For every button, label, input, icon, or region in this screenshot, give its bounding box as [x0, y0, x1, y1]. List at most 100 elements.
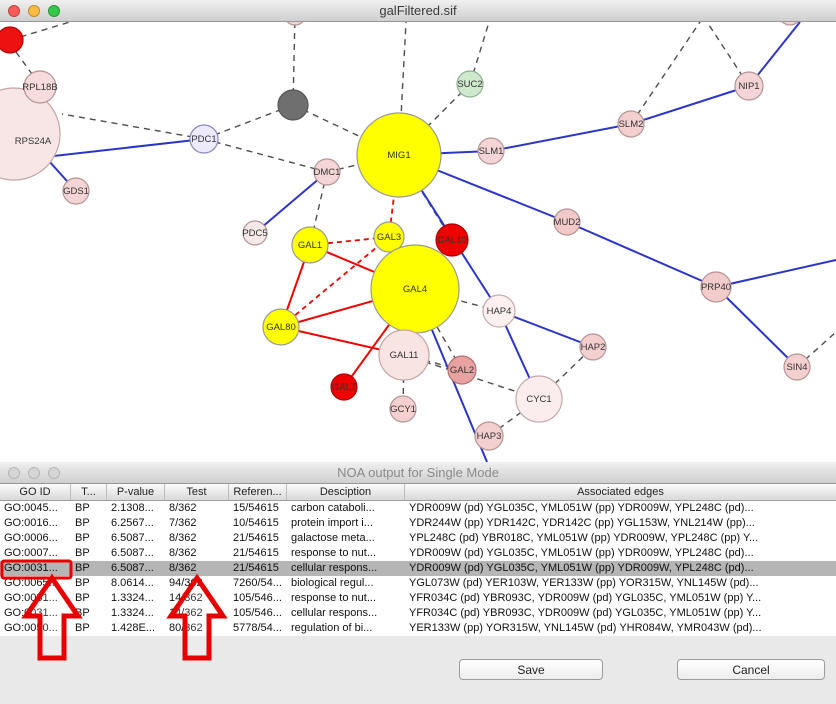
column-header-5[interactable]: Desciption [287, 484, 405, 500]
minimize-button[interactable] [28, 5, 40, 17]
column-header-2[interactable]: P-value [107, 484, 165, 500]
node-MIG1[interactable] [356, 112, 442, 198]
table-cell: 6.5087... [111, 532, 154, 544]
table-cell: 14/362 [169, 607, 203, 619]
table-cell: YGL073W (pd) YER103W, YER133W (pp) YOR31… [409, 577, 759, 589]
zoom-button[interactable] [48, 5, 60, 17]
edge-pd[interactable] [715, 259, 836, 288]
edge-pd[interactable] [490, 123, 632, 152]
network-graph[interactable]: RPS24ARPL18BGDS1PDC1DMC1MIG1SUC2SLM1SLM2… [0, 22, 836, 462]
table-cell: 21/54615 [233, 547, 279, 559]
close-button[interactable] [8, 467, 20, 479]
edge-pp[interactable] [15, 51, 33, 75]
table-cell: carbon cataboli... [291, 502, 375, 514]
table-cell: BP [75, 577, 90, 589]
node-NIP1[interactable] [734, 71, 764, 101]
node-GCY1[interactable] [389, 395, 417, 423]
graph-window-titlebar[interactable]: galFiltered.sif [0, 0, 836, 22]
edge-pp[interactable] [796, 331, 836, 368]
button-bar: Save Cancel [0, 636, 836, 704]
zoom-button[interactable] [48, 467, 60, 479]
node-SLM2[interactable] [617, 110, 645, 138]
window-controls [8, 5, 60, 17]
node-GAL7[interactable] [330, 373, 358, 401]
node-PRP40[interactable] [700, 271, 732, 303]
node-cut-top2[interactable] [779, 22, 801, 26]
column-header-6[interactable]: Associated edges [577, 486, 664, 498]
noa-window-titlebar[interactable]: NOA output for Single Mode [0, 462, 836, 484]
edge-pp[interactable] [61, 113, 205, 140]
table-cell: YDR244W (pp) YDR142C, YDR142C (pp) YGL15… [409, 517, 755, 529]
noa-window-title: NOA output for Single Mode [337, 465, 499, 480]
node-CYC1[interactable] [515, 375, 563, 423]
window-controls-inactive [8, 467, 60, 479]
edge-pp[interactable] [203, 138, 328, 173]
column-header-3[interactable]: Test [165, 484, 229, 500]
node-RPL18B[interactable] [23, 70, 57, 104]
node-GAL1[interactable] [291, 226, 329, 264]
node-HAP3[interactable] [474, 421, 504, 451]
column-header-4[interactable]: Referen... [229, 484, 287, 500]
node-PDC1[interactable] [189, 124, 219, 154]
edge-pp[interactable] [292, 104, 400, 156]
table-cell: 14/362 [169, 592, 203, 604]
node-RPS24A[interactable] [0, 87, 61, 181]
node-cut-red[interactable] [0, 26, 24, 54]
table-cell: 6.5087... [111, 547, 154, 559]
node-cut-top1[interactable] [284, 22, 306, 26]
node-GAL2[interactable] [447, 355, 477, 385]
node-PDC5[interactable] [242, 220, 268, 246]
edge-pd[interactable] [566, 221, 717, 288]
node-GAL11[interactable] [378, 329, 430, 381]
node-HAP4[interactable] [482, 294, 516, 328]
node-MUD2[interactable] [553, 208, 581, 236]
node-HAP2[interactable] [579, 333, 607, 361]
table-cell: 8/362 [169, 532, 197, 544]
edge-pd[interactable] [715, 286, 798, 368]
close-button[interactable] [8, 5, 20, 17]
node-GAL4[interactable] [370, 244, 460, 334]
edge-pd[interactable] [498, 310, 594, 348]
node-GAL10[interactable] [435, 223, 469, 257]
edge-pp_sel[interactable] [280, 236, 390, 328]
node-GAL3[interactable] [373, 221, 405, 253]
node-SIN4[interactable] [783, 353, 811, 381]
node-GAL80[interactable] [262, 308, 300, 346]
table-cell: 2.1308... [111, 502, 154, 514]
minimize-button[interactable] [28, 467, 40, 479]
column-header-0[interactable]: GO ID [0, 484, 71, 500]
node-gray-node[interactable] [277, 89, 309, 121]
save-button[interactable]: Save [459, 659, 603, 680]
edge-pd[interactable] [254, 171, 328, 234]
table-cell: GO:0031... [4, 607, 58, 619]
node-DMC1[interactable] [313, 158, 341, 186]
cancel-button[interactable]: Cancel [677, 659, 825, 680]
edge-pp[interactable] [630, 22, 701, 125]
edge-pd[interactable] [630, 85, 750, 125]
edge-pp[interactable] [203, 104, 294, 140]
table-cell: YFR034C (pd) YBR093C, YDR009W (pd) YGL03… [409, 592, 762, 604]
column-header-1[interactable]: T... [71, 484, 107, 500]
table-cell: YPL248C (pd) YBR018C, YML051W (pp) YDR00… [409, 532, 759, 544]
table-cell: cellular respons... [291, 607, 378, 619]
node-SUC2[interactable] [456, 70, 484, 98]
edge-pp[interactable] [398, 83, 471, 156]
table-cell: 1.3324... [111, 592, 154, 604]
table-cell: GO:0065... [4, 577, 58, 589]
table-cell: BP [75, 517, 90, 529]
node-GDS1[interactable] [62, 177, 90, 205]
node-SLM1[interactable] [477, 137, 505, 165]
table-cell: 21/54615 [233, 562, 279, 574]
table-cell: galactose meta... [291, 532, 375, 544]
